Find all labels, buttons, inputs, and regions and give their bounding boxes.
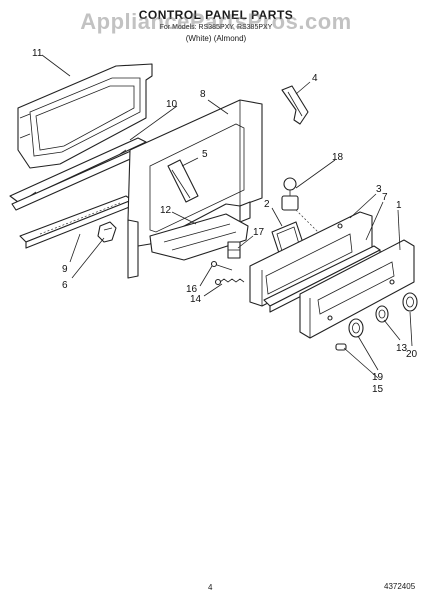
part-20-knob — [402, 292, 418, 312]
part-11-window-frame — [17, 63, 153, 169]
part-6-bracket — [97, 221, 117, 243]
page-number: 4 — [208, 583, 213, 592]
callout-20: 20 — [406, 349, 418, 360]
part-15-pin — [335, 343, 347, 351]
part-4-end-cap — [281, 85, 309, 125]
part-12-heat-shield — [149, 213, 249, 261]
callout-14: 14 — [190, 294, 202, 305]
callout-6: 6 — [62, 280, 68, 291]
part-5-support-bracket — [167, 159, 199, 203]
callout-19: 19 — [372, 372, 384, 383]
part-8-console-panel — [127, 99, 263, 279]
callout-4: 4 — [312, 73, 318, 84]
document-number: 4372405 — [384, 582, 416, 591]
callout-16: 16 — [186, 284, 198, 295]
part-13-knob — [375, 305, 389, 323]
callout-3: 3 — [376, 184, 382, 195]
diagram-title: CONTROL PANEL PARTS — [138, 8, 294, 22]
part-18-switch — [281, 177, 319, 233]
callout-18: 18 — [332, 152, 344, 163]
part-9-vent-strip — [19, 195, 133, 249]
callout-2: 2 — [264, 199, 270, 210]
callout-5: 5 — [202, 149, 208, 160]
color-variants: (White) (Almond) — [185, 34, 247, 43]
callout-13: 13 — [396, 343, 408, 354]
part-10-trim-bar — [9, 137, 147, 211]
part-16-screw — [210, 260, 233, 271]
callout-17: 17 — [253, 227, 265, 238]
leader-lines — [41, 54, 413, 379]
part-1-front-panel — [299, 239, 415, 339]
part-14-spring — [214, 278, 245, 286]
callout-7: 7 — [382, 192, 388, 203]
callout-11: 11 — [32, 48, 43, 59]
callout-15: 15 — [372, 384, 384, 395]
callout-1: 1 — [396, 200, 402, 211]
part-17-clip — [227, 241, 241, 259]
part-19-selector-knob — [348, 318, 364, 338]
callout-12: 12 — [160, 205, 172, 216]
model-numbers: For Models: RS385PXY, RS385PXY — [159, 24, 273, 31]
callout-10: 10 — [166, 99, 178, 110]
callout-9: 9 — [62, 264, 68, 275]
callout-labels: 11 10 8 4 5 18 12 3 7 1 2 17 9 6 16 14 1… — [32, 48, 418, 395]
callout-8: 8 — [200, 89, 206, 100]
watermark: AppliancePartsPros.com — [80, 9, 352, 34]
